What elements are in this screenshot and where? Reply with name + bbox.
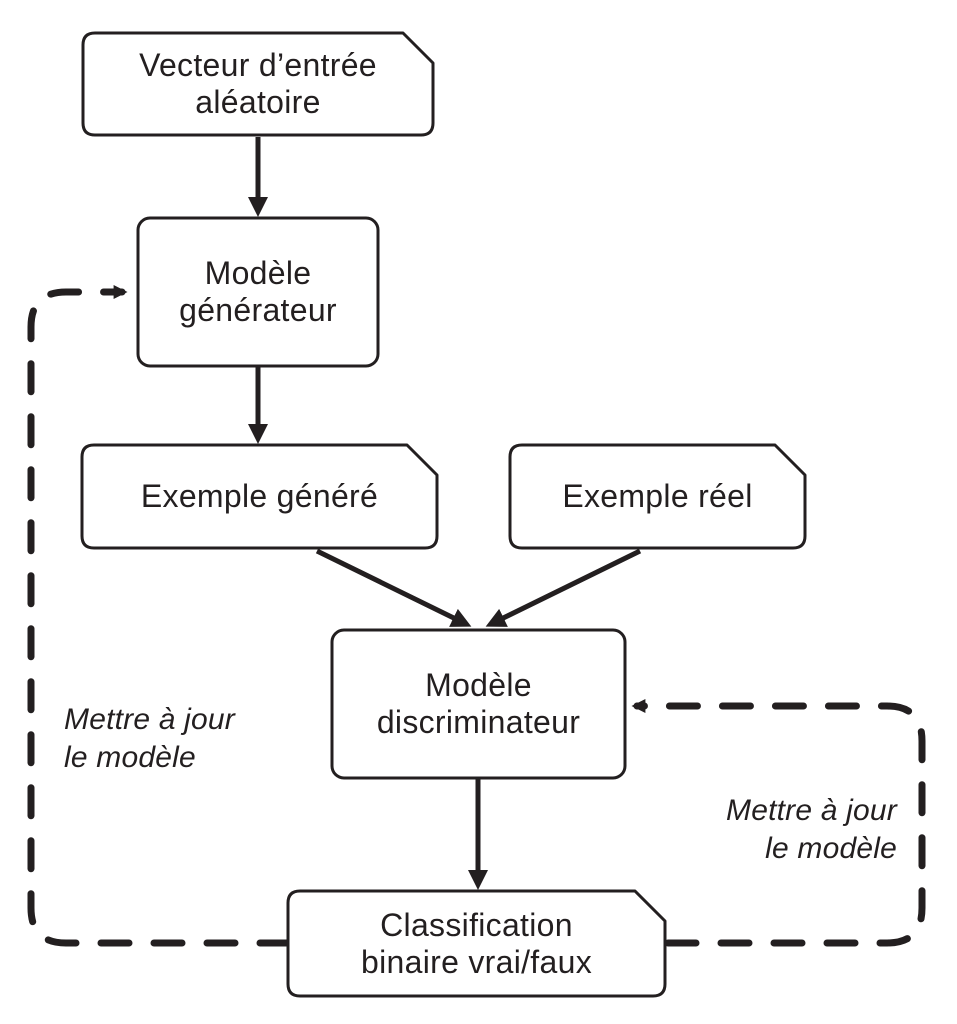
annotation-update-generator: Mettre à jour le modèle [64,701,284,777]
annotation-update-discriminator-line1: Mettre à jour [726,794,897,827]
arrow-generated-to-discriminator [315,548,472,627]
label-real-example-line1: Exemple réel [562,478,753,514]
annotation-update-generator-line1: Mettre à jour [64,703,235,736]
label-generated-example-line1: Exemple généré [140,478,379,514]
box-generated-example [80,443,439,550]
label-input-vector-line1: Vecteur d’entrée [139,47,377,83]
label-discriminator: Modèle discriminateur [332,630,625,778]
annotation-update-discriminator: Mettre à jour le modèle [637,792,897,868]
arrow-real-to-discriminator [485,548,642,627]
label-discriminator-line2: discriminateur [376,704,581,740]
annotation-update-generator-line2: le modèle [64,741,196,774]
label-generated-example: Exemple généré [82,445,437,548]
label-classification-line2: binaire vrai/faux [361,943,592,980]
feedback-loop-to-generator [27,285,292,947]
label-generator: Modèle générateur [138,218,378,366]
label-classification: Classification binaire vrai/faux [288,891,665,996]
label-input-vector: Vecteur d’entrée aléatoire [83,33,433,135]
box-real-example [508,443,807,550]
label-real-example: Exemple réel [510,445,805,548]
label-input-vector-line2: aléatoire [195,84,321,120]
label-classification-line1: Classification [380,906,573,943]
feedback-loop-to-discriminator [631,699,926,947]
label-generator-line1: Modèle [204,255,312,291]
box-discriminator [330,628,627,780]
box-input-vector [81,31,435,137]
label-discriminator-line1: Modèle [425,667,532,703]
label-generator-line2: générateur [179,292,337,328]
box-classification [286,889,667,998]
annotation-update-discriminator-line2: le modèle [765,832,897,865]
box-generator [136,216,380,368]
